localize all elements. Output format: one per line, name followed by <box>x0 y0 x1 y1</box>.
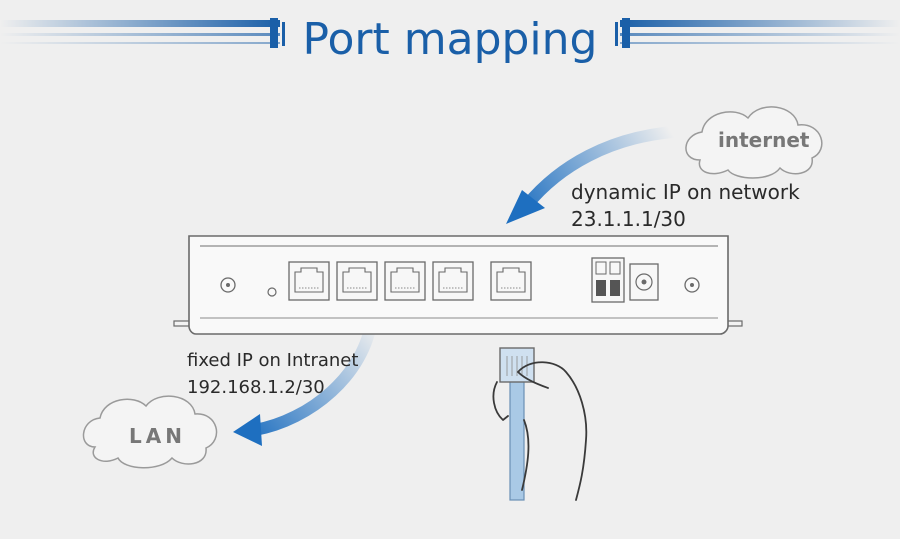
page-title: Port mapping <box>302 14 598 65</box>
ethernet-port-icon <box>384 261 426 301</box>
ethernet-port-icon <box>288 261 330 301</box>
ethernet-port-icon <box>432 261 474 301</box>
wan-label: dynamic IP on network <box>571 180 800 204</box>
lan-ip: 192.168.1.2/30 <box>187 377 325 398</box>
wan-ip: 23.1.1.1/30 <box>571 207 686 231</box>
cable-icon <box>499 347 535 501</box>
power-connector-icon <box>591 257 659 303</box>
internet-cloud-icon <box>685 106 823 179</box>
lan-label: fixed IP on Intranet <box>187 350 359 371</box>
internet-cloud-label: internet <box>718 128 810 152</box>
lan-cloud-icon <box>82 395 218 469</box>
ethernet-port-icon <box>336 261 378 301</box>
lan-cloud-label: LAN <box>129 424 186 448</box>
hand-icon <box>492 361 588 501</box>
title-decoration <box>0 18 900 48</box>
wan-arrow <box>506 126 678 224</box>
wan-port-icon <box>490 261 532 301</box>
lan-arrow <box>233 312 378 446</box>
